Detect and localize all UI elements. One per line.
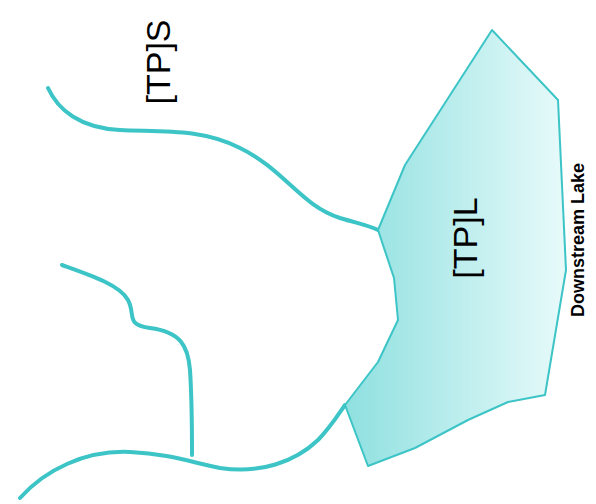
- upper-stream: [48, 88, 378, 230]
- stream-concentration: [TP]S: [139, 19, 178, 104]
- lake: [TP]L Downstream Lake: [338, 22, 592, 474]
- lake-name: Downstream Lake: [568, 163, 589, 317]
- lower-stream: [20, 405, 345, 498]
- lake-concentration: [TP]L: [446, 197, 485, 278]
- tributary-stream: [62, 265, 192, 455]
